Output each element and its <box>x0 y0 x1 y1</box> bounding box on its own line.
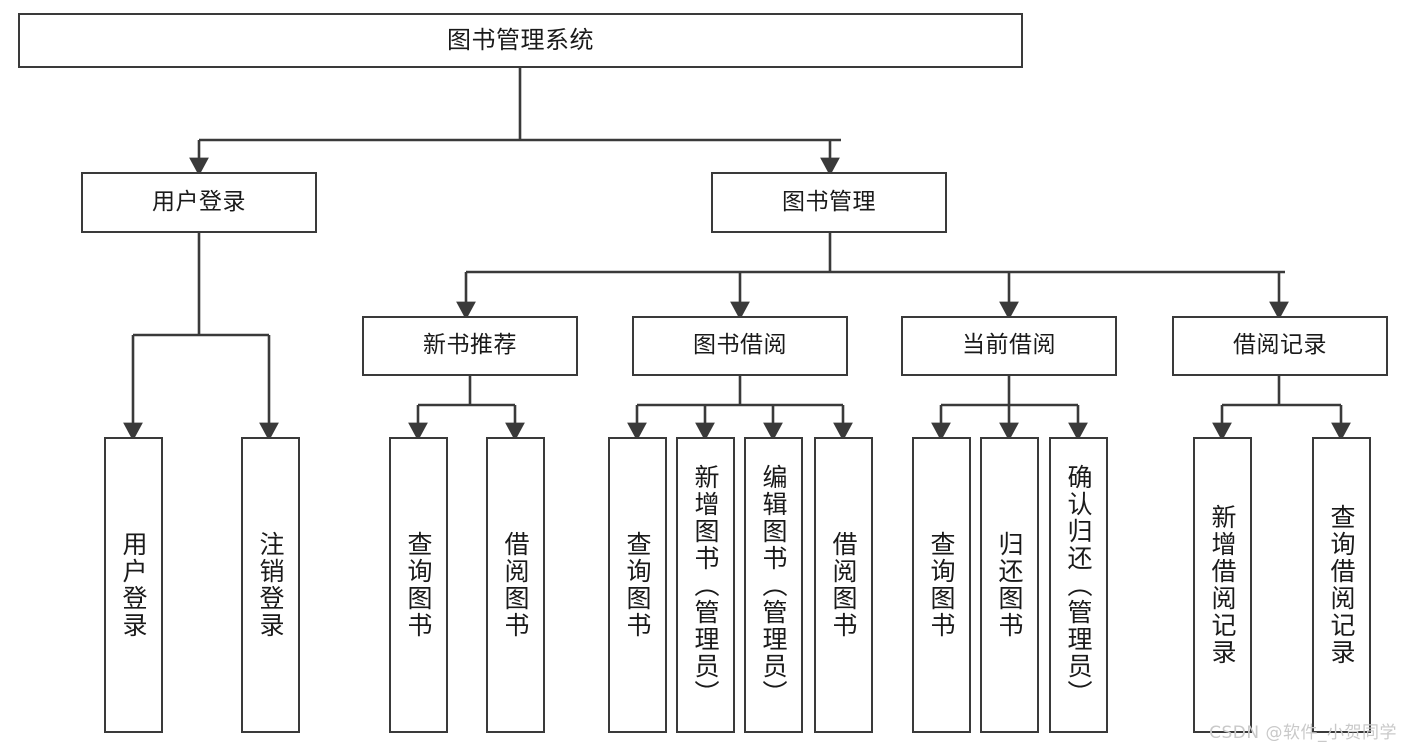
node-leaf-query-record[interactable]: 查询借阅记录 <box>1312 437 1371 733</box>
node-label: 借阅图书 <box>501 531 530 639</box>
node-leaf-confirm-return[interactable]: 确认归还（管理员） <box>1049 437 1108 733</box>
node-label: 借阅记录 <box>1233 332 1327 359</box>
node-leaf-add-book[interactable]: 新增图书（管理员） <box>676 437 735 733</box>
node-label: 注销登录 <box>256 531 285 639</box>
node-borrow-record[interactable]: 借阅记录 <box>1172 316 1388 376</box>
node-label: 用户登录 <box>119 531 148 639</box>
node-label: 图书管理 <box>782 188 876 215</box>
node-leaf-user-login[interactable]: 用户登录 <box>104 437 163 733</box>
node-label: 用户登录 <box>152 188 246 215</box>
node-label: 归还图书 <box>995 531 1024 639</box>
node-leaf-return-book[interactable]: 归还图书 <box>980 437 1039 733</box>
node-label: 借阅图书 <box>829 531 858 639</box>
node-label: 图书借阅 <box>693 332 787 359</box>
node-label: 查询图书 <box>404 531 433 639</box>
node-leaf-query-book-3[interactable]: 查询图书 <box>912 437 971 733</box>
node-book-borrow[interactable]: 图书借阅 <box>632 316 848 376</box>
node-label: 查询图书 <box>927 531 956 639</box>
node-label: 新增图书（管理员） <box>691 463 720 707</box>
node-leaf-borrow-book-2[interactable]: 借阅图书 <box>814 437 873 733</box>
node-book-management[interactable]: 图书管理 <box>711 172 947 233</box>
node-label: 编辑图书（管理员） <box>759 463 788 707</box>
node-label: 图书管理系统 <box>447 26 594 55</box>
node-label: 查询借阅记录 <box>1327 504 1356 666</box>
node-label: 确认归还（管理员） <box>1064 463 1093 707</box>
node-leaf-query-book-2[interactable]: 查询图书 <box>608 437 667 733</box>
node-label: 查询图书 <box>623 531 652 639</box>
node-label: 新增借阅记录 <box>1208 504 1237 666</box>
node-new-book-recommend[interactable]: 新书推荐 <box>362 316 578 376</box>
node-leaf-add-record[interactable]: 新增借阅记录 <box>1193 437 1252 733</box>
node-user-login[interactable]: 用户登录 <box>81 172 317 233</box>
node-leaf-edit-book[interactable]: 编辑图书（管理员） <box>744 437 803 733</box>
node-current-borrow[interactable]: 当前借阅 <box>901 316 1117 376</box>
node-leaf-borrow-book-1[interactable]: 借阅图书 <box>486 437 545 733</box>
node-label: 当前借阅 <box>962 332 1056 359</box>
csdn-watermark: CSDN @软件_小贺同学 <box>1209 723 1397 743</box>
node-label: 新书推荐 <box>423 332 517 359</box>
node-leaf-query-book-1[interactable]: 查询图书 <box>389 437 448 733</box>
node-leaf-logout-login[interactable]: 注销登录 <box>241 437 300 733</box>
node-root-system[interactable]: 图书管理系统 <box>18 13 1023 68</box>
